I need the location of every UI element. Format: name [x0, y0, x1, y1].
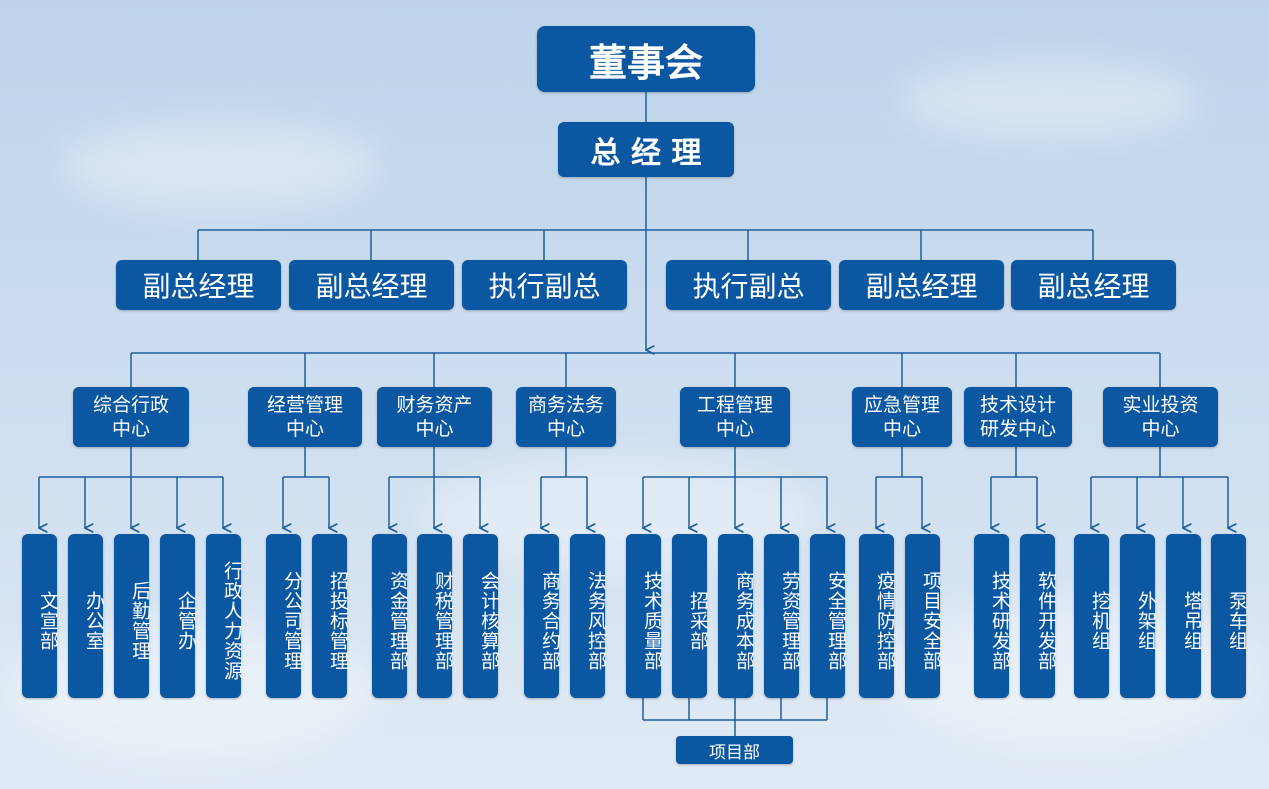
department-box: 劳资管理部: [764, 534, 801, 698]
department-box: 财税管理部: [417, 534, 454, 698]
center-label: 工程管理: [696, 394, 773, 416]
vp-box: 副总经理: [1011, 260, 1176, 310]
department-box: 外架组: [1120, 534, 1157, 698]
department-box: 行政人力资源: [206, 534, 243, 698]
general-manager-box: 总 经 理: [558, 122, 734, 177]
center-box: 经营管理 中心: [248, 387, 362, 447]
board-box: 董事会: [537, 26, 755, 92]
department-box: 商务合约部: [524, 534, 561, 698]
center-box: 工程管理 中心: [680, 387, 790, 447]
department-box: 资金管理部: [372, 534, 409, 698]
department-box: 商务成本部: [718, 534, 755, 698]
department-box: 技术质量部: [626, 534, 663, 698]
center-box: 综合行政 中心: [73, 387, 189, 447]
cloud: [60, 120, 380, 210]
vp-box: 副总经理: [839, 260, 1004, 310]
center-box: 应急管理 中心: [852, 387, 952, 447]
center-box: 实业投资 中心: [1103, 387, 1218, 447]
cloud: [900, 60, 1200, 140]
center-label: 财务资产: [396, 394, 473, 416]
center-box: 财务资产 中心: [377, 387, 492, 447]
center-label: 中心: [111, 418, 150, 440]
center-label: 商务法务: [527, 394, 604, 416]
center-label: 应急管理: [863, 394, 940, 416]
department-box: 疫情防控部: [859, 534, 896, 698]
vp-box: 副总经理: [289, 260, 454, 310]
department-box: 招采部: [672, 534, 709, 698]
department-box: 会计核算部: [463, 534, 500, 698]
department-box: 泵车组: [1211, 534, 1248, 698]
center-label: 中心: [285, 418, 324, 440]
department-box: 招投标管理: [312, 534, 349, 698]
center-box: 商务法务 中心: [516, 387, 616, 447]
department-box: 办公室: [68, 534, 105, 698]
department-box: 法务风控部: [570, 534, 607, 698]
vp-box: 副总经理: [116, 260, 281, 310]
center-label: 中心: [882, 418, 921, 440]
department-box: 塔吊组: [1166, 534, 1203, 698]
center-label: 中心: [415, 418, 454, 440]
center-label: 中心: [715, 418, 754, 440]
department-box: 后勤管理: [114, 534, 151, 698]
vp-box: 执行副总: [462, 260, 627, 310]
department-box: 安全管理部: [810, 534, 847, 698]
center-label: 实业投资: [1122, 394, 1199, 416]
department-box: 软件开发部: [1020, 534, 1057, 698]
center-label: 经营管理: [266, 394, 343, 416]
center-label: 综合行政: [92, 394, 169, 416]
department-box: 项目安全部: [905, 534, 942, 698]
department-box: 分公司管理: [266, 534, 303, 698]
center-label: 中心: [546, 418, 585, 440]
center-label: 技术设计: [979, 394, 1056, 416]
department-box: 文宣部: [22, 534, 59, 698]
center-label: 中心: [1141, 418, 1180, 440]
center-box: 技术设计 研发中心: [964, 387, 1072, 447]
vp-box: 执行副总: [666, 260, 831, 310]
department-box: 企管办: [160, 534, 197, 698]
project-department-box: 项目部: [676, 736, 793, 764]
center-label: 研发中心: [979, 418, 1056, 440]
department-box: 技术研发部: [974, 534, 1011, 698]
department-box: 挖机组: [1074, 534, 1111, 698]
